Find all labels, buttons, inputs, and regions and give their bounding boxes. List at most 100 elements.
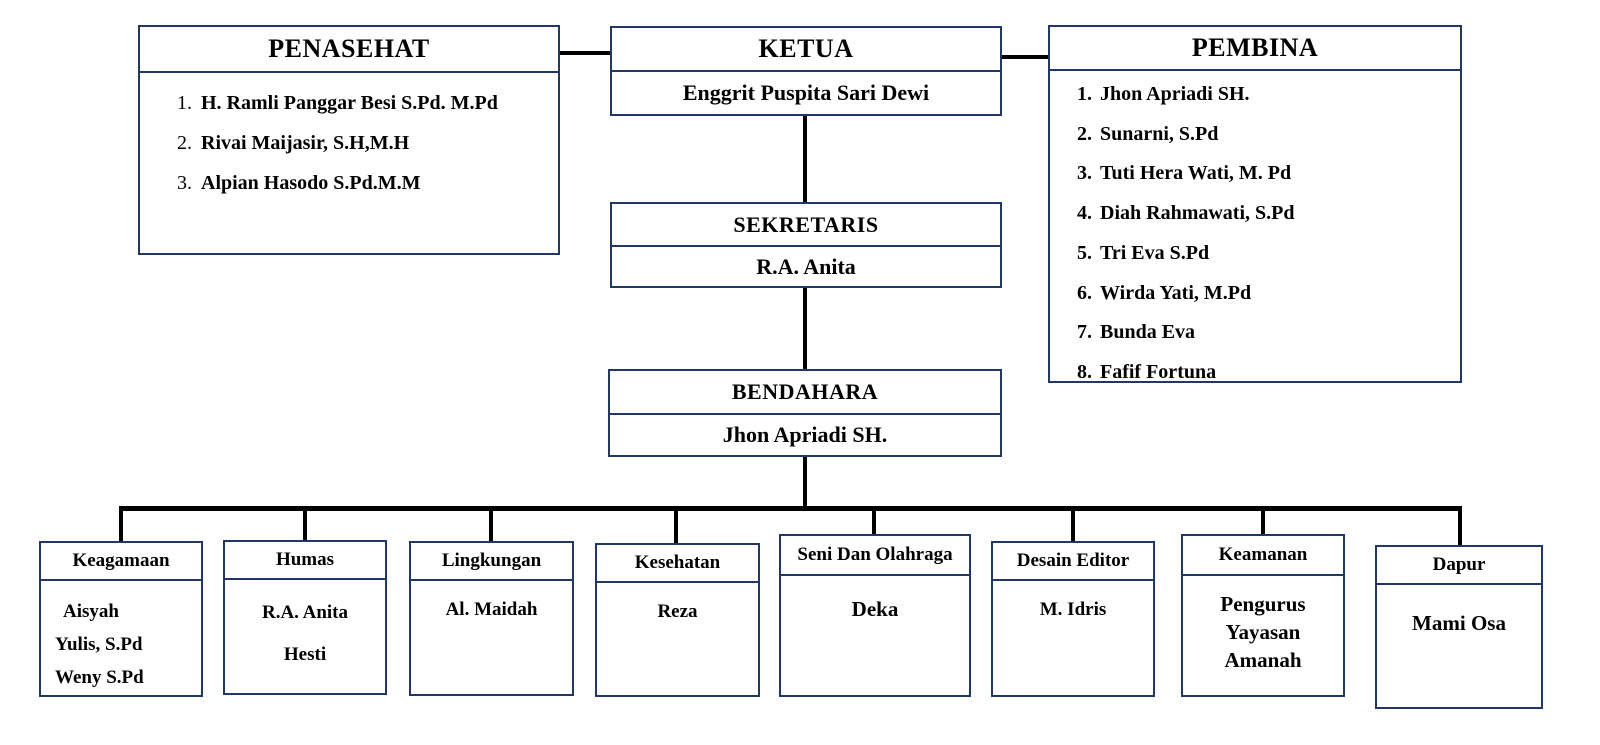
list-item-label: Tuti Hera Wati, M. Pd — [1100, 162, 1292, 185]
pembina-member-list: 1. Jhon Apriadi SH. 2. Sunarni, S.Pd 3. … — [1050, 75, 1460, 393]
list-item-label: Bunda Eva — [1100, 321, 1196, 344]
division-member-name: Yulis, S.Pd — [55, 634, 143, 655]
list-item-number: 2. — [1077, 122, 1092, 145]
division-members: Deka — [781, 576, 969, 626]
list-item-label: Rivai Maijasir, S.H,M.H — [201, 132, 410, 154]
list-item-number: 4. — [1077, 202, 1092, 225]
list-item-label: Diah Rahmawati, S.Pd — [1100, 202, 1295, 225]
list-item-label: Tri Eva S.Pd — [1100, 241, 1210, 264]
division-title: Seni Dan Olahraga — [781, 536, 969, 576]
connector-trunk-kesehatan — [674, 506, 678, 544]
division-members: Aisyah Yulis, S.Pd Weny S.Pd — [41, 581, 201, 694]
list-item-number: 8. — [1077, 360, 1092, 383]
list-item-label: H. Ramli Panggar Besi S.Pd. M.Pd — [201, 92, 498, 114]
list-item-number: 1. — [177, 92, 192, 114]
node-division-humas[interactable]: Humas R.A. Anita Hesti — [223, 540, 387, 695]
list-item-number: 3. — [177, 172, 192, 194]
penasehat-member-list: 1. H. Ramli Panggar Besi S.Pd. M.Pd 2. R… — [140, 83, 558, 203]
pembina-body: 1. Jhon Apriadi SH. 2. Sunarni, S.Pd 3. … — [1050, 71, 1460, 393]
ketua-name: Enggrit Puspita Sari Dewi — [682, 80, 930, 105]
division-title: Dapur — [1377, 547, 1541, 585]
connector-penasehat-ketua — [557, 51, 613, 55]
node-pembina[interactable]: PEMBINA 1. Jhon Apriadi SH. 2. Sunarni, … — [1048, 25, 1462, 383]
node-division-dapur[interactable]: Dapur Mami Osa — [1375, 545, 1543, 709]
node-division-keagamaan[interactable]: Keagamaan Aisyah Yulis, S.Pd Weny S.Pd — [39, 541, 203, 697]
list-item: 8. Fafif Fortuna — [1050, 353, 1460, 393]
connector-trunk-dapur — [1458, 506, 1462, 546]
division-title: Humas — [225, 542, 385, 580]
list-item-label: Jhon Apriadi SH. — [1100, 83, 1250, 105]
node-division-desain-editor[interactable]: Desain Editor M. Idris — [991, 541, 1155, 697]
node-penasehat[interactable]: PENASEHAT 1. H. Ramli Panggar Besi S.Pd.… — [138, 25, 560, 255]
division-members: Al. Maidah — [411, 581, 572, 626]
connector-sekretaris-bendahara — [803, 286, 807, 371]
division-member-name: Deka — [851, 597, 899, 621]
connector-trunk-keamanan — [1261, 506, 1265, 536]
bendahara-name: Jhon Apriadi SH. — [722, 422, 888, 447]
list-item: 1. Jhon Apriadi SH. — [1050, 75, 1460, 115]
node-ketua[interactable]: KETUA Enggrit Puspita Sari Dewi — [610, 26, 1002, 116]
list-item: 2. Rivai Maijasir, S.H,M.H — [140, 123, 558, 163]
connector-bendahara-trunk — [803, 455, 807, 510]
list-item-label: Alpian Hasodo S.Pd.M.M — [201, 172, 421, 194]
division-member-name: Yayasan — [1225, 620, 1301, 644]
list-item: 3. Tuti Hera Wati, M. Pd — [1050, 154, 1460, 194]
list-item: 6. Wirda Yati, M.Pd — [1050, 274, 1460, 314]
connector-trunk-humas — [303, 506, 307, 543]
list-item: 4. Diah Rahmawati, S.Pd — [1050, 194, 1460, 234]
list-item-label: Wirda Yati, M.Pd — [1100, 281, 1252, 304]
division-member-name: Al. Maidah — [445, 599, 538, 620]
division-title: Lingkungan — [411, 543, 572, 581]
node-sekretaris[interactable]: SEKRETARIS R.A. Anita — [610, 202, 1002, 288]
list-item: 3. Alpian Hasodo S.Pd.M.M — [140, 163, 558, 203]
ketua-title: KETUA — [612, 28, 1000, 72]
division-trunk-bar — [119, 506, 1462, 511]
division-member-name: Pengurus — [1220, 592, 1306, 616]
division-title: Desain Editor — [993, 543, 1153, 581]
node-division-lingkungan[interactable]: Lingkungan Al. Maidah — [409, 541, 574, 696]
connector-ketua-sekretaris — [803, 114, 807, 204]
connector-trunk-lingkungan — [489, 506, 493, 543]
sekretaris-title: SEKRETARIS — [612, 204, 1000, 247]
node-division-keamanan[interactable]: Keamanan Pengurus Yayasan Amanah — [1181, 534, 1345, 697]
list-item-label: Sunarni, S.Pd — [1100, 122, 1219, 145]
division-member-name: Mami Osa — [1412, 611, 1506, 635]
division-members: R.A. Anita Hesti — [225, 580, 385, 676]
list-item-label: Fafif Fortuna — [1100, 360, 1217, 383]
division-title: Keamanan — [1183, 536, 1343, 576]
list-item: 2. Sunarni, S.Pd — [1050, 115, 1460, 155]
list-item-number: 2. — [177, 132, 192, 154]
node-bendahara[interactable]: BENDAHARA Jhon Apriadi SH. — [608, 369, 1002, 457]
division-member-name: Hesti — [283, 644, 327, 665]
penasehat-title: PENASEHAT — [140, 27, 558, 73]
list-item: 7. Bunda Eva — [1050, 313, 1460, 353]
list-item-number: 3. — [1077, 162, 1092, 185]
list-item-number: 5. — [1077, 241, 1092, 264]
node-division-kesehatan[interactable]: Kesehatan Reza — [595, 543, 760, 697]
list-item: 5. Tri Eva S.Pd — [1050, 234, 1460, 274]
division-members: Reza — [597, 583, 758, 628]
division-member-name: Weny S.Pd — [55, 667, 144, 688]
list-item-number: 7. — [1077, 321, 1092, 344]
bendahara-title: BENDAHARA — [610, 371, 1000, 415]
division-member-name: Reza — [657, 601, 698, 622]
division-title: Kesehatan — [597, 545, 758, 583]
connector-ketua-pembina — [999, 55, 1051, 59]
division-member-name: Amanah — [1224, 648, 1302, 672]
division-member-name: M. Idris — [1039, 599, 1107, 620]
division-members: Pengurus Yayasan Amanah — [1183, 576, 1343, 674]
penasehat-body: 1. H. Ramli Panggar Besi S.Pd. M.Pd 2. R… — [140, 73, 558, 203]
division-member-name: Aisyah — [63, 601, 119, 622]
node-division-seni-dan-olahraga[interactable]: Seni Dan Olahraga Deka — [779, 534, 971, 697]
connector-trunk-desain-editor — [1071, 506, 1075, 543]
division-title: Keagamaan — [41, 543, 201, 581]
sekretaris-name: R.A. Anita — [756, 253, 856, 279]
connector-trunk-keagamaan — [119, 506, 123, 543]
list-item-number: 1. — [1077, 83, 1092, 105]
division-member-name: R.A. Anita — [261, 602, 349, 623]
division-members: Mami Osa — [1377, 585, 1541, 639]
connector-trunk-seni-dan-olahraga — [872, 506, 876, 536]
pembina-title: PEMBINA — [1050, 27, 1460, 71]
list-item-number: 6. — [1077, 281, 1092, 304]
